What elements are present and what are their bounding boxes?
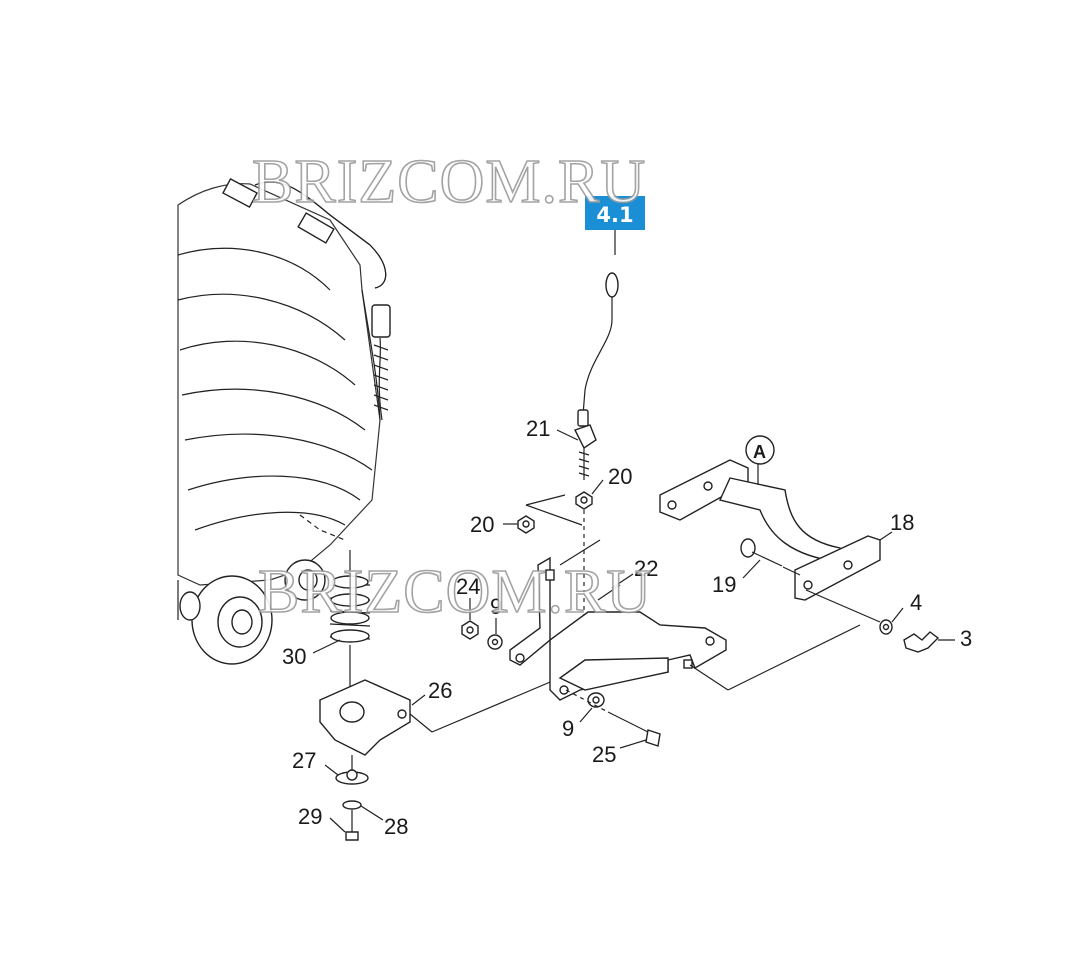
callout-4-1[interactable]: 4.1 [585, 196, 645, 230]
watermark-middle: BRIZCOM.RU [258, 558, 652, 626]
watermark-top: BRIZCOM.RU [252, 148, 646, 216]
part-label-29: 29 [298, 804, 322, 829]
watermarks: BRIZCOM.RU BRIZCOM.RU [251, 147, 652, 627]
part-labels: 21 20 20 18 22 24 9 19 4 3 30 26 9 25 27… [282, 416, 972, 839]
cable-assembly [517, 230, 619, 660]
bracket-22 [509, 539, 861, 701]
part-label-22: 22 [634, 556, 658, 581]
spring-assembly [319, 550, 556, 841]
fasteners [461, 538, 940, 747]
machine-housing [177, 177, 391, 665]
part-label-3: 3 [960, 626, 972, 651]
callout-label[interactable]: 4.1 [596, 203, 633, 227]
part-label-30: 30 [282, 644, 306, 669]
part-label-9-lower: 9 [562, 716, 574, 741]
part-label-26: 26 [428, 678, 452, 703]
part-label-19: 19 [712, 572, 736, 597]
part-label-18: 18 [890, 510, 914, 535]
part-label-28: 28 [384, 814, 408, 839]
callout-box[interactable] [585, 196, 645, 230]
part-label-27: 27 [292, 748, 316, 773]
bracket-18 [659, 435, 893, 623]
part-label-21: 21 [526, 416, 550, 441]
part-label-20-left: 20 [470, 512, 494, 537]
part-label-25: 25 [592, 742, 616, 767]
part-label-4: 4 [910, 590, 922, 615]
leader-lines [312, 429, 955, 833]
detail-marker-a: A [753, 442, 766, 462]
part-label-24: 24 [456, 574, 480, 599]
part-label-9-upper: 9 [490, 594, 502, 619]
part-label-20-upper: 20 [608, 464, 632, 489]
